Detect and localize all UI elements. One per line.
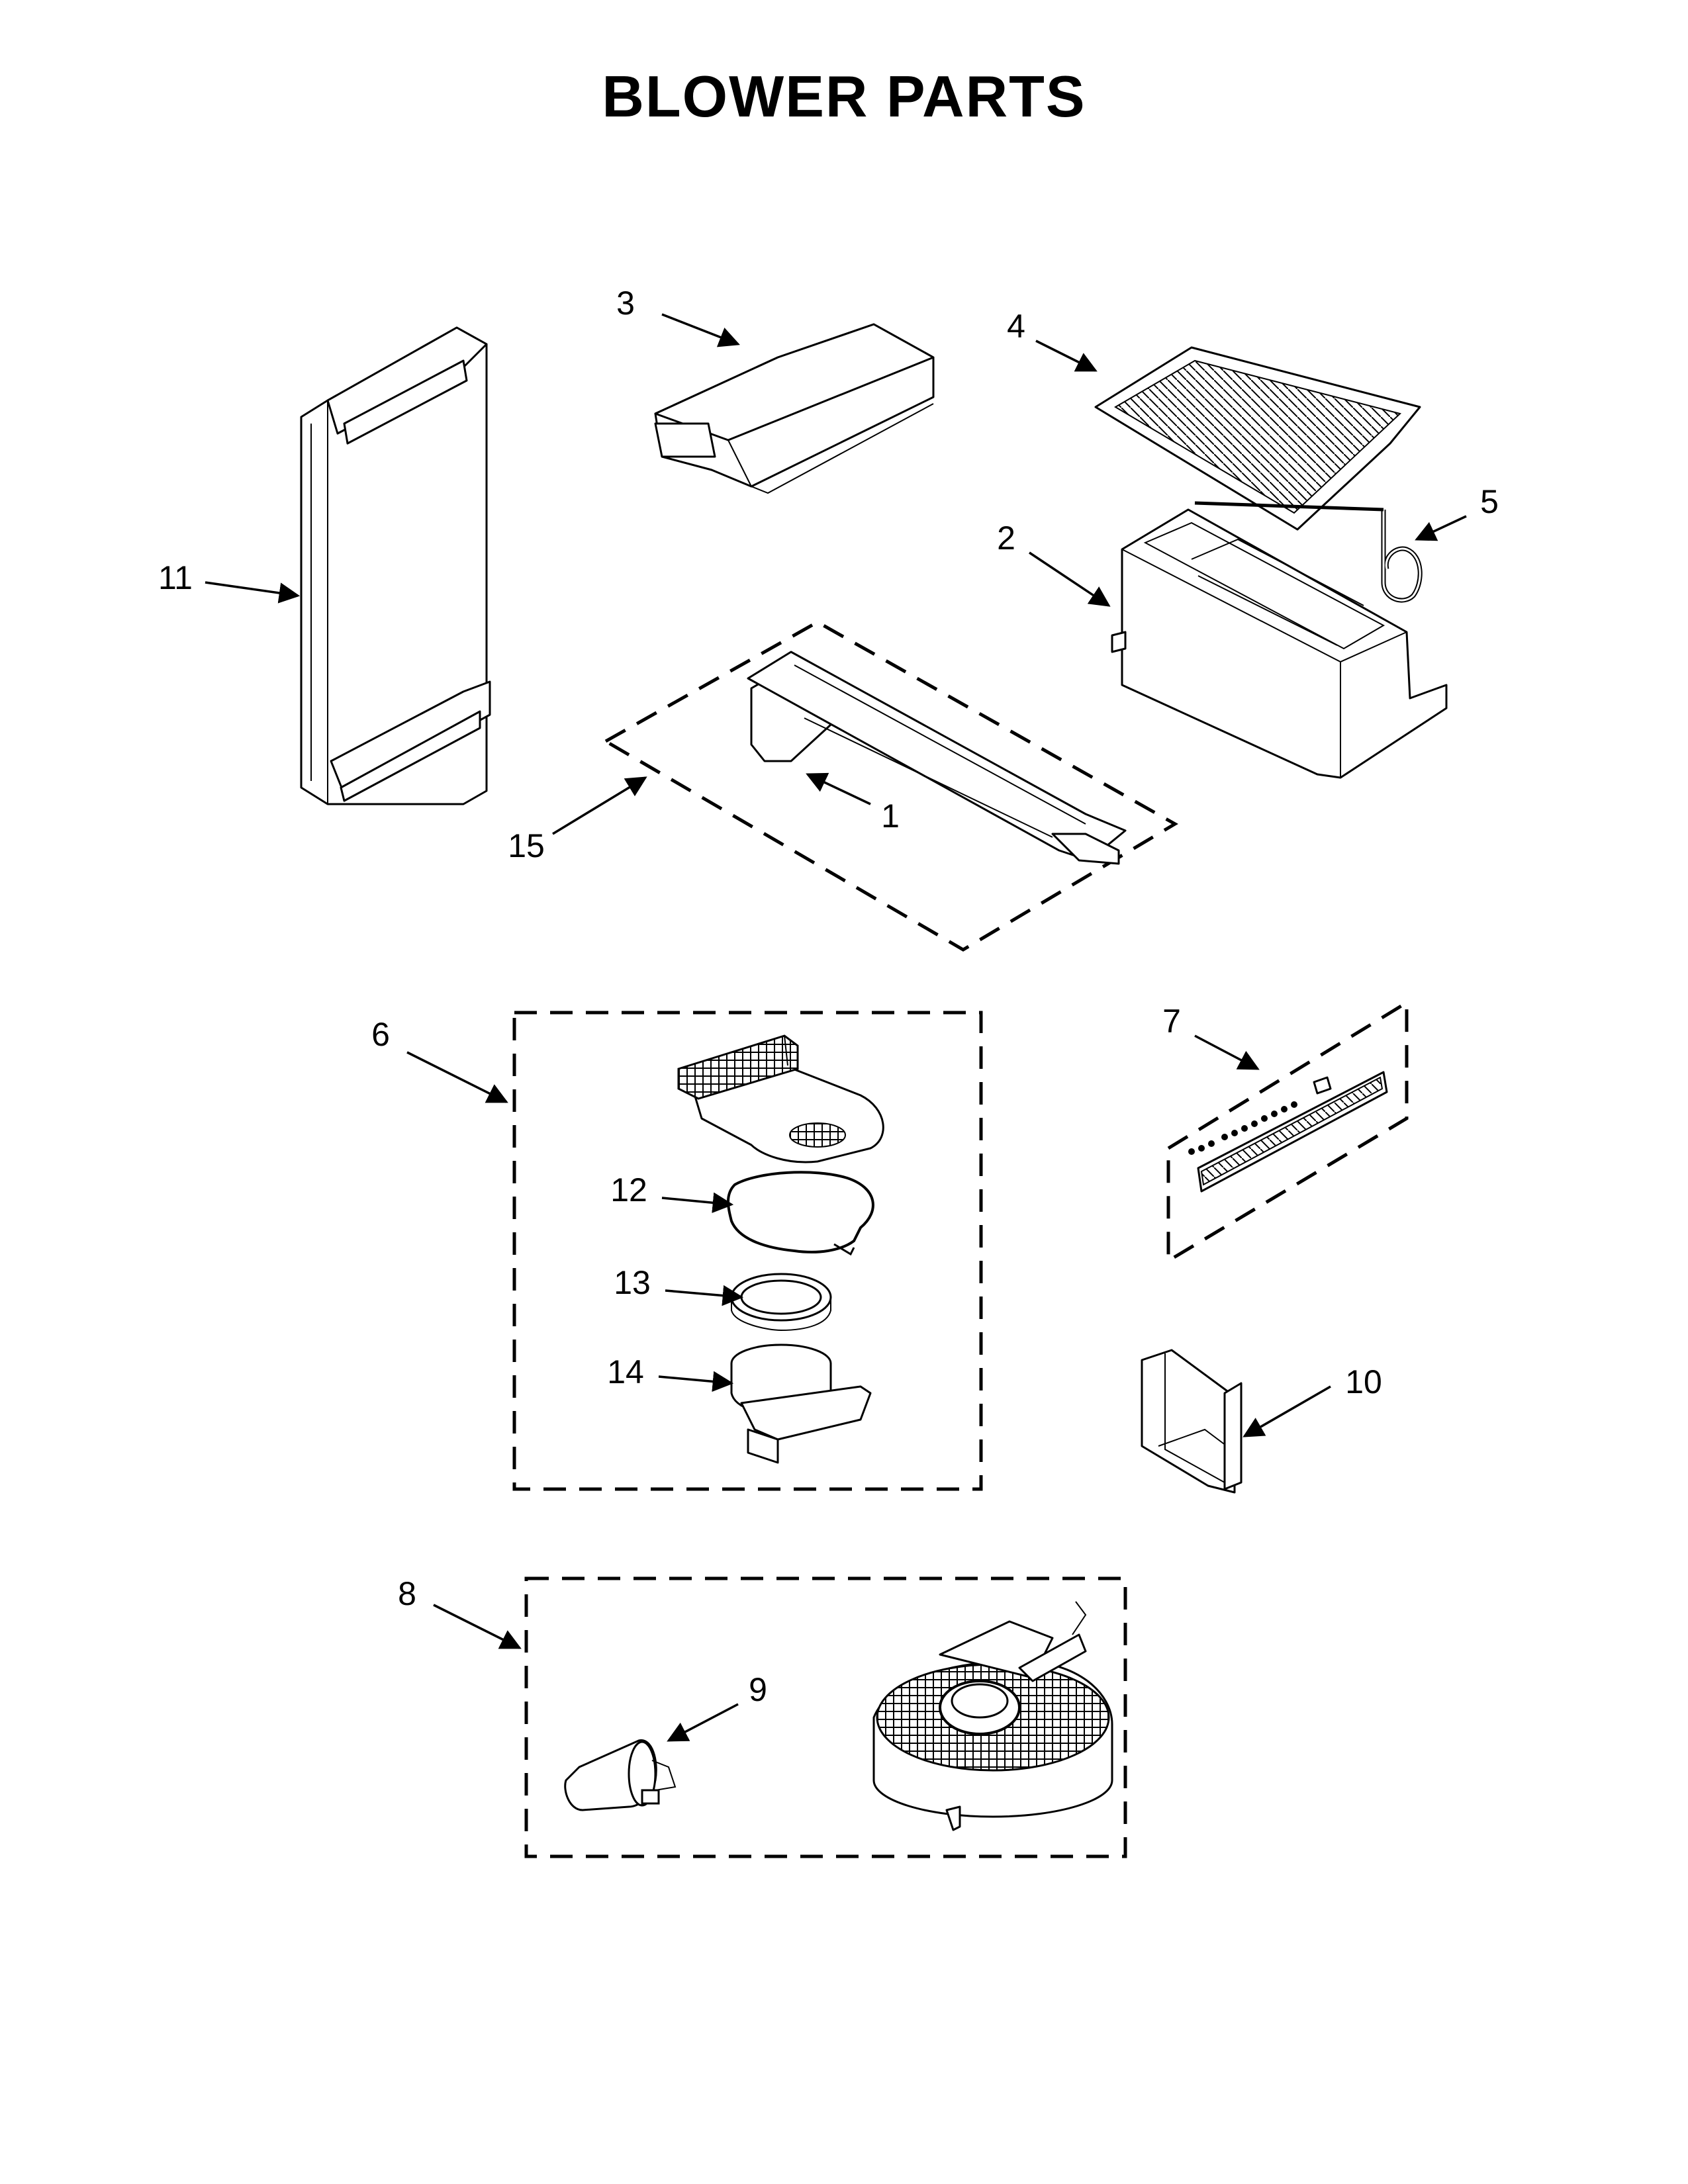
callout-9: 9 — [749, 1671, 767, 1708]
callout-3: 3 — [616, 285, 635, 322]
page-title: BLOWER PARTS — [602, 64, 1086, 129]
part-7-group-outline — [1166, 999, 1409, 1264]
part-3-duct-transition — [654, 323, 935, 494]
part-6-blower-housing — [677, 1034, 884, 1163]
part-13-gasket — [730, 1273, 832, 1332]
callout-8: 8 — [398, 1575, 416, 1612]
callout-15: 15 — [508, 827, 545, 864]
part-2-housing-box — [1111, 508, 1448, 779]
callout-labels: 3 4 5 2 11 1 15 6 12 13 14 7 10 8 9 — [158, 285, 1499, 1708]
callout-14: 14 — [607, 1353, 644, 1390]
leader-13 — [665, 1285, 744, 1306]
leader-12 — [661, 1192, 734, 1213]
leader-4 — [1035, 340, 1098, 372]
callout-4: 4 — [1007, 308, 1025, 345]
part-9-capacitor — [564, 1739, 677, 1811]
part-6-group-outline — [512, 1011, 983, 1491]
leader-5 — [1415, 515, 1467, 541]
leader-2 — [1029, 551, 1111, 607]
part-8-group-outline — [524, 1576, 1127, 1858]
callout-2: 2 — [997, 520, 1015, 557]
part-5-handle — [1194, 501, 1423, 603]
leader-11 — [205, 581, 301, 604]
callout-1: 1 — [881, 797, 900, 835]
leader-7 — [1194, 1034, 1260, 1070]
callout-6: 6 — [371, 1016, 390, 1053]
leader-6 — [406, 1051, 508, 1103]
callout-leaders — [205, 313, 1467, 1742]
callout-10: 10 — [1345, 1363, 1382, 1400]
part-11-duct-panel — [300, 326, 491, 805]
part-7-grille-kit — [1188, 1071, 1388, 1193]
callout-5: 5 — [1480, 483, 1499, 520]
callout-13: 13 — [614, 1264, 651, 1301]
part-1-bracket — [747, 651, 1127, 865]
callout-7: 7 — [1162, 1003, 1181, 1040]
part-8-blower-motor — [872, 1601, 1113, 1831]
leader-9 — [667, 1703, 739, 1742]
part-12-clip-ring — [727, 1171, 874, 1256]
part-10-bracket — [1141, 1349, 1243, 1494]
leader-14 — [658, 1371, 734, 1392]
part-15-group-outline — [602, 620, 1178, 952]
leader-3 — [661, 313, 740, 347]
part-4-filter — [1094, 346, 1421, 531]
leader-1 — [806, 772, 871, 805]
leader-8 — [433, 1604, 522, 1649]
leader-10 — [1243, 1385, 1331, 1437]
part-14-collar — [730, 1343, 872, 1464]
callout-12: 12 — [610, 1171, 647, 1208]
leader-15 — [552, 776, 647, 835]
callout-11: 11 — [158, 559, 193, 596]
